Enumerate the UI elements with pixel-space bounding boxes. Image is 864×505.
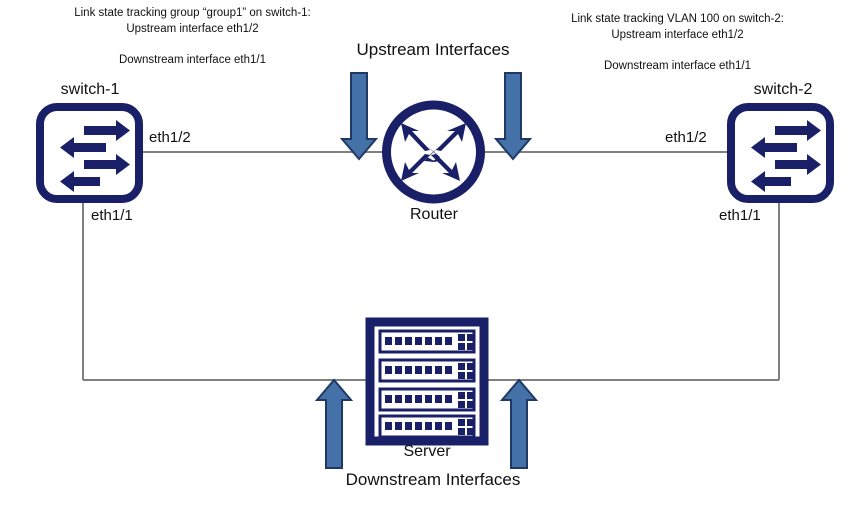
server-rack-unit [378, 387, 476, 412]
down-arrow-icon-upstream-right [493, 72, 533, 161]
node-label-switch-1: switch-1 [60, 81, 120, 98]
router-icon[interactable] [382, 100, 485, 204]
router-arrowhead-center-b [424, 146, 440, 162]
annotation-switch1: Link state tracking group “group1” on sw… [74, 7, 311, 66]
port-label-switch2-downstream: eth1/1 [719, 207, 761, 224]
router-arrow-sw [401, 154, 430, 181]
annotation-switch2: Link state tracking VLAN 100 on switch-2… [571, 13, 784, 72]
server-rack-unit [378, 329, 476, 354]
port-label-switch1-upstream: eth1/2 [149, 129, 191, 146]
switch-arrow-right-1 [775, 120, 821, 141]
router-arrow-nw [401, 123, 430, 151]
port-label-switch2-upstream: eth1/2 [665, 129, 707, 146]
node-label-server: Server [403, 443, 451, 460]
upstream-interfaces-label: Upstream Interfaces [356, 40, 510, 59]
switch-icon-switch-1[interactable] [36, 103, 143, 203]
switch-arrow-left-2 [751, 171, 791, 192]
down-arrow-icon-upstream-left [339, 72, 379, 161]
server-rack-unit [378, 414, 476, 439]
router-arrow-ne [436, 123, 466, 151]
switch-arrow-right-2 [775, 154, 821, 175]
switch-arrow-left-2 [60, 171, 100, 192]
server-icon[interactable] [365, 317, 489, 446]
node-label-router: Router [409, 206, 459, 223]
switch-arrow-right-2 [84, 154, 130, 175]
downstream-interfaces-label: Downstream Interfaces [345, 470, 521, 489]
port-label-switch1-downstream: eth1/1 [91, 207, 133, 224]
switch-arrow-left-1 [751, 137, 797, 158]
switch-arrow-left-1 [60, 137, 106, 158]
router-arrowhead-center-a [427, 146, 443, 162]
up-arrow-icon-downstream-left [314, 378, 354, 469]
server-rack-unit [378, 358, 476, 383]
up-arrow-icon-downstream-right [499, 378, 539, 469]
switch-icon-switch-2[interactable] [727, 103, 834, 203]
node-label-switch-2: switch-2 [753, 81, 813, 98]
switch-arrow-right-1 [84, 120, 130, 141]
